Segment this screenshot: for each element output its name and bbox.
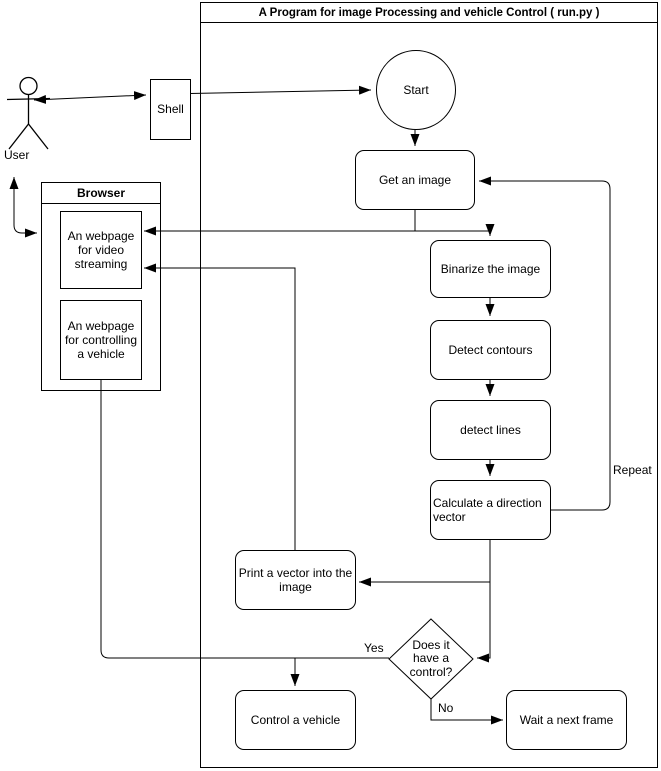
edge-printvector-videopage [144,263,296,550]
browser-group[interactable]: Browser [41,182,161,391]
get-image-node[interactable]: Get an image [355,150,475,210]
print-vector-node[interactable]: Print a vector into the image [235,550,356,610]
no-edge-label: No [438,701,454,715]
detect-lines-label: detect lines [460,422,521,437]
user-actor-icon[interactable] [6,76,51,150]
edge-getimage-binarize [415,224,495,236]
edge-shell-start [189,85,372,95]
webpage-video-node[interactable]: An webpage for video streaming [60,211,142,289]
edge-controlpage-join [100,380,389,659]
webpage-control-node[interactable]: An webpage for controlling a vehicle [60,300,142,380]
wait-frame-label: Wait a next frame [519,712,614,727]
repeat-edge-label: Repeat [613,463,652,477]
wait-frame-node[interactable]: Wait a next frame [506,690,627,750]
detect-contours-label: Detect contours [448,342,533,357]
edge-repeat-loop [479,176,611,511]
webpage-video-label: An webpage for video streaming [67,228,135,272]
control-vehicle-node[interactable]: Control a vehicle [235,690,356,750]
edge-user-browser [9,177,37,238]
get-image-label: Get an image [378,172,452,187]
program-container-title: A Program for image Processing and vehic… [201,3,657,23]
start-node[interactable]: Start [376,50,456,130]
control-vehicle-label: Control a vehicle [250,712,341,727]
edge-user-shell [33,91,147,104]
webpage-control-label: An webpage for controlling a vehicle [64,318,138,362]
edge-calc-decision [477,540,491,663]
binarize-node[interactable]: Binarize the image [430,240,551,298]
program-container[interactable]: A Program for image Processing and vehic… [200,2,658,768]
decision-label: Does it have a control? [409,637,453,679]
calc-vector-label: Calculate a direction vector [433,495,542,524]
user-label: User [4,148,30,162]
calc-vector-node[interactable]: Calculate a direction vector [430,480,551,540]
detect-contours-node[interactable]: Detect contours [430,320,551,380]
yes-edge-label: Yes [364,641,384,655]
start-label: Start [403,82,429,97]
detect-lines-node[interactable]: detect lines [430,400,551,460]
shell-node[interactable]: Shell [150,79,191,140]
decision-node[interactable]: Does it have a control? [391,621,471,697]
edge-no-waitframe [430,699,503,725]
shell-label: Shell [157,102,184,117]
browser-title: Browser [42,183,160,204]
binarize-label: Binarize the image [440,261,541,276]
decision-diamond-shape[interactable] [388,618,474,700]
print-vector-label: Print a vector into the image [238,565,353,594]
